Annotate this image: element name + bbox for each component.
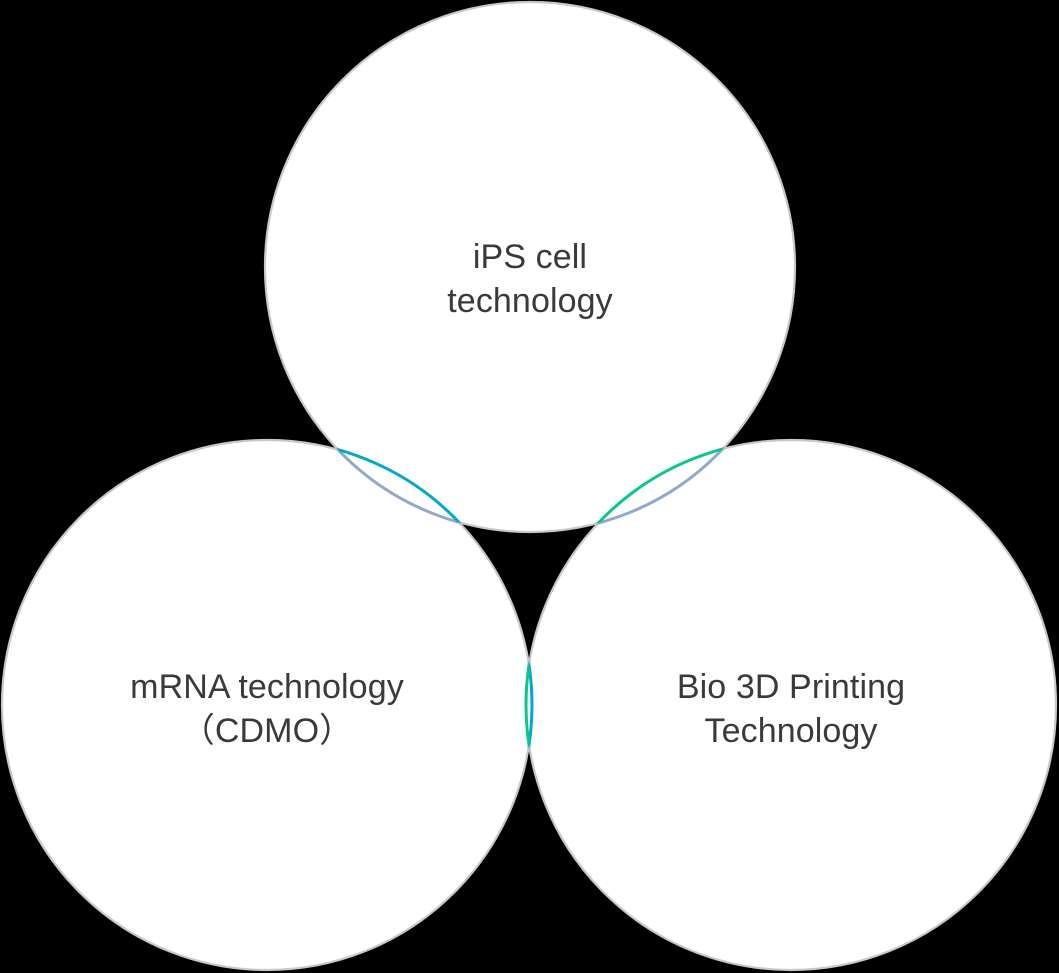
circle-fill-bio3d <box>526 440 1056 970</box>
circle-fill-ips <box>265 2 795 532</box>
circle-outline-ips <box>263 0 797 534</box>
inner-arc-bio3d-left <box>524 440 532 970</box>
circle-fill-mrna <box>2 440 532 970</box>
inner-arc-mrna-right <box>526 440 534 970</box>
